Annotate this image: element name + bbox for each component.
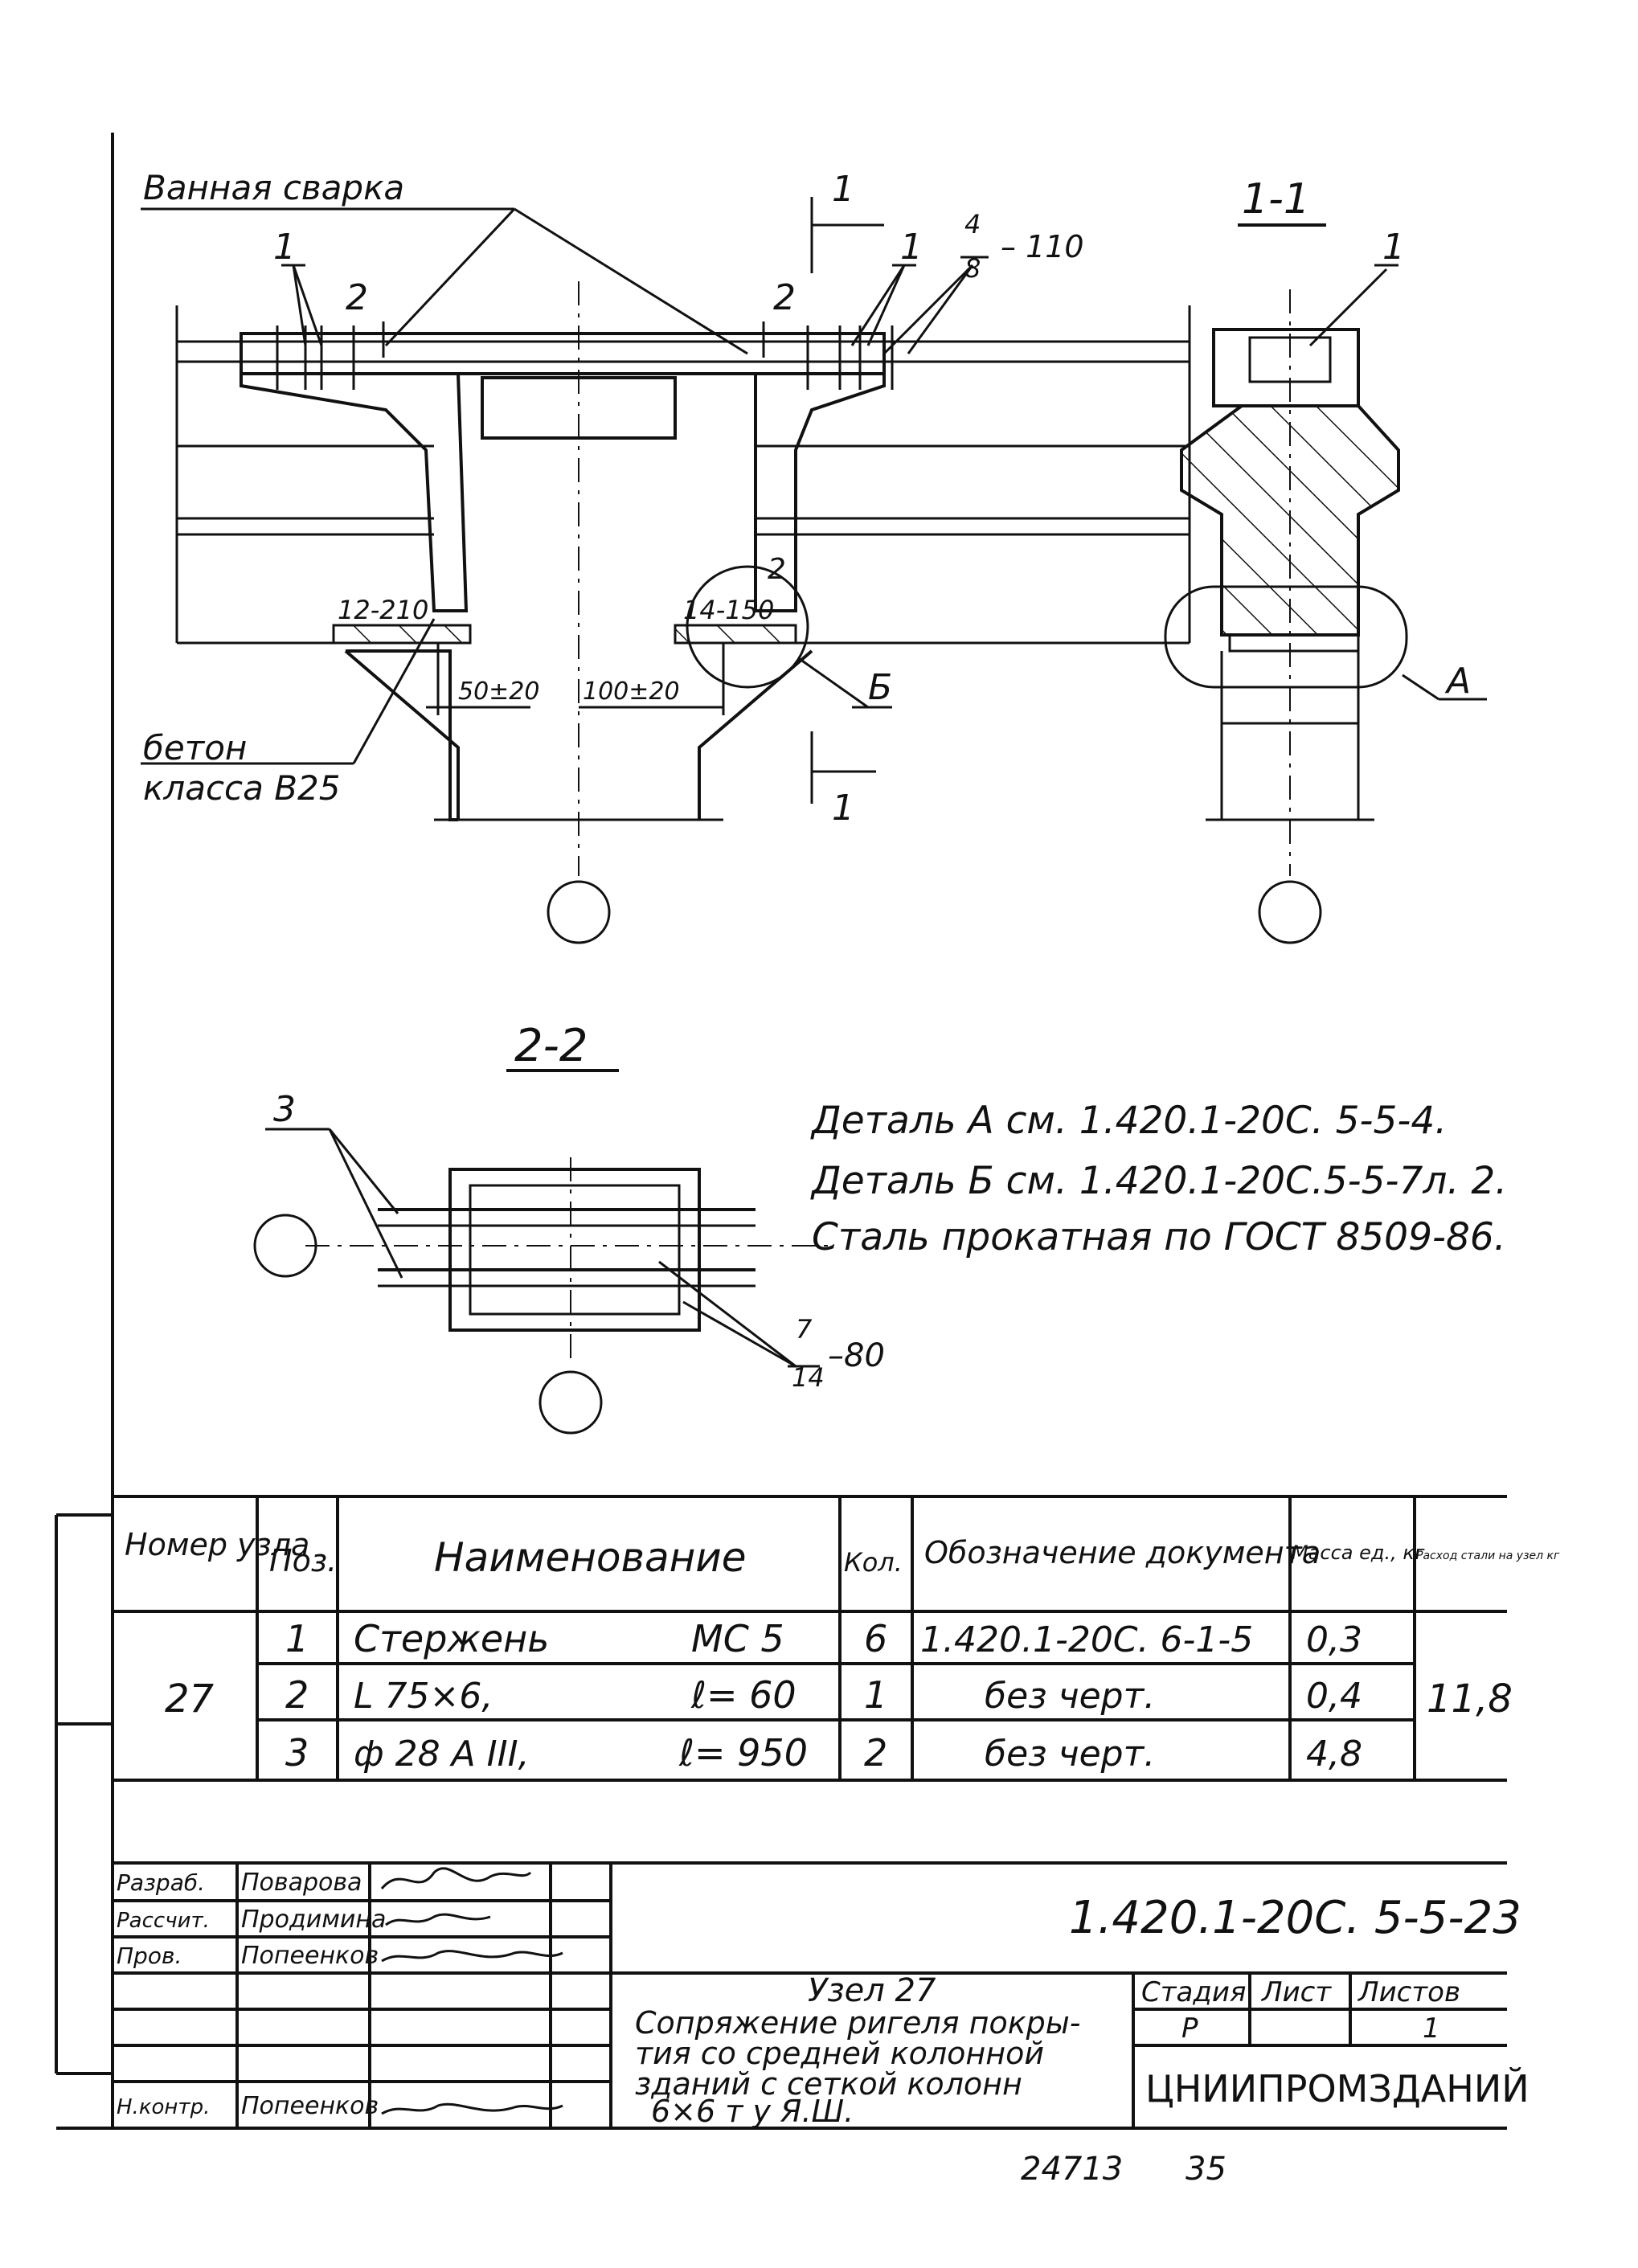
row-1-pos: 1 [285, 1617, 309, 1660]
header-name: Наименование [434, 1534, 747, 1581]
note-line-1: Деталь А см. 1.420.1-20С. 5-5-4. [810, 1099, 1447, 1143]
section-1-1 [1164, 223, 1487, 944]
row-2-mark: ℓ= 60 [690, 1673, 796, 1717]
stage-value: Р [1181, 2012, 1198, 2045]
role-6: Н.контр. [117, 2095, 210, 2119]
name-1: Поварова [241, 1869, 362, 1897]
header-designation: Обозначение документа [924, 1535, 1321, 1570]
row-3-designation: без черт. [985, 1734, 1155, 1775]
weld-ratio-top: 4 [964, 209, 981, 239]
sheets-label: Листов [1357, 1976, 1460, 2008]
row-3-pos: 3 [285, 1731, 309, 1775]
doc-designation: 1.420.1-20С. 5-5-23 [1069, 1892, 1521, 1944]
leader-label-2b: 2 [773, 277, 796, 318]
sheet-frame [55, 133, 1507, 2130]
weld-ratio-bottom: 8 [964, 253, 981, 284]
name-6: Попеенков [241, 2092, 379, 2120]
row-3-name: ф 28 А III, [354, 1734, 530, 1775]
note-line-2: Деталь Б см. 1.420.1-20С.5-5-7л. 2. [810, 1159, 1507, 1203]
role-3: Пров. [117, 1943, 182, 1969]
concrete-label-2: класса В25 [143, 768, 340, 808]
row-1-mark: МС 5 [691, 1617, 784, 1660]
sheets-value: 1 [1423, 2012, 1440, 2045]
leader-label-2c: 2 [768, 553, 786, 586]
section-2-2-weld-length: –80 [828, 1337, 885, 1374]
table-row: 2 L 75×6, ℓ= 60 1 без черт. 0,4 [285, 1673, 1362, 1717]
organization-name: ЦНИИПРОМЗДАНИЙ [1145, 2067, 1529, 2110]
section-1-1-leader: 1 [1382, 227, 1405, 268]
row-1-designation: 1.420.1-20С. 6-1-5 [920, 1619, 1253, 1660]
title-line-3: тия со средней колонной [635, 2036, 1044, 2071]
inventory-number: 24713 [1021, 2151, 1123, 2188]
row-2-qty: 1 [864, 1673, 887, 1717]
section-2-2-title: 2-2 [514, 1020, 588, 1072]
section-mark-bottom: 1 [832, 788, 854, 829]
row-1-qty: 6 [864, 1617, 887, 1660]
sheet-label: Лист [1260, 1976, 1332, 2008]
weld-left-label: 12-210 [338, 595, 428, 625]
concrete-label-1: бетон [143, 728, 247, 768]
steel-total: 11,8 [1427, 1676, 1513, 1721]
detail-a-label: А [1444, 661, 1471, 702]
leader-label-1a: 1 [273, 227, 296, 268]
row-3-mass: 4,8 [1306, 1734, 1362, 1775]
title-line-5: 6×6 т у Я.Ш. [651, 2094, 854, 2129]
spec-table: Номер узла Поз. Наименование Кол. Обозна… [113, 1495, 1560, 1782]
section-mark-top: 1 [832, 169, 854, 210]
row-2-pos: 2 [285, 1673, 309, 1717]
section-2-2-weld-top: 7 [796, 1314, 813, 1345]
leader-label-1b: 1 [900, 227, 923, 268]
header-node: Номер узла [125, 1527, 309, 1562]
main-elevation [141, 197, 1191, 944]
note-line-3: Сталь прокатная по ГОСТ 8509-86. [812, 1215, 1506, 1259]
weld-length: – 110 [1001, 229, 1084, 264]
section-2-2-leader: 3 [273, 1089, 296, 1130]
stage-label: Стадия [1141, 1976, 1246, 2008]
title-line-1: Узел 27 [808, 1972, 936, 2009]
footer: 24713 35 [1021, 2151, 1226, 2188]
gap-left-label: 50±20 [458, 678, 539, 706]
detail-b-label: Б [868, 667, 892, 708]
row-3-mark: ℓ= 950 [678, 1731, 808, 1775]
title-line-2: Сопряжение ригеля покры- [635, 2005, 1081, 2041]
header-unit-mass: Масса ед., кг [1292, 1541, 1425, 1564]
role-1: Разраб. [117, 1869, 205, 1896]
weld-right-label: 14-150 [683, 595, 774, 625]
table-row: 3 ф 28 А III, ℓ= 950 2 без черт. 4,8 [285, 1731, 1362, 1775]
title-block: 1.420.1-20С. 5-5-23 Разраб. Поварова Рас… [113, 1861, 1529, 2129]
node-number: 27 [165, 1676, 215, 1721]
bath-weld-label: Ванная сварка [143, 168, 404, 207]
row-2-name: L 75×6, [354, 1676, 493, 1717]
row-3-qty: 2 [864, 1731, 887, 1775]
name-2: Продимина [241, 1906, 386, 1934]
section-2-2 [253, 1069, 836, 1435]
drawing-labels: Ванная сварка бетон класса В25 1 1 2 2 4… [143, 168, 1507, 1393]
header-steel: Расход стали на узел кг [1416, 1550, 1560, 1562]
title-line-4: зданий с сеткой колонн [635, 2066, 1022, 2102]
row-1-mass: 0,3 [1306, 1619, 1362, 1660]
row-2-designation: без черт. [985, 1676, 1155, 1717]
page-number: 35 [1186, 2151, 1226, 2188]
table-row: 1 Стержень МС 5 6 1.420.1-20С. 6-1-5 0,3 [285, 1617, 1362, 1660]
row-1-name: Стержень [354, 1617, 549, 1660]
name-3: Попеенков [241, 1942, 379, 1970]
section-2-2-weld-bottom: 14 [792, 1362, 825, 1393]
gap-right-label: 100±20 [583, 678, 680, 706]
leader-label-2a: 2 [346, 277, 368, 318]
signatures [380, 1867, 563, 2115]
row-2-mass: 0,4 [1306, 1676, 1362, 1717]
header-pos: Поз. [269, 1543, 337, 1578]
section-1-1-title: 1-1 [1242, 175, 1310, 223]
role-2: Рассчит. [117, 1909, 210, 1933]
header-qty: Кол. [844, 1547, 903, 1578]
